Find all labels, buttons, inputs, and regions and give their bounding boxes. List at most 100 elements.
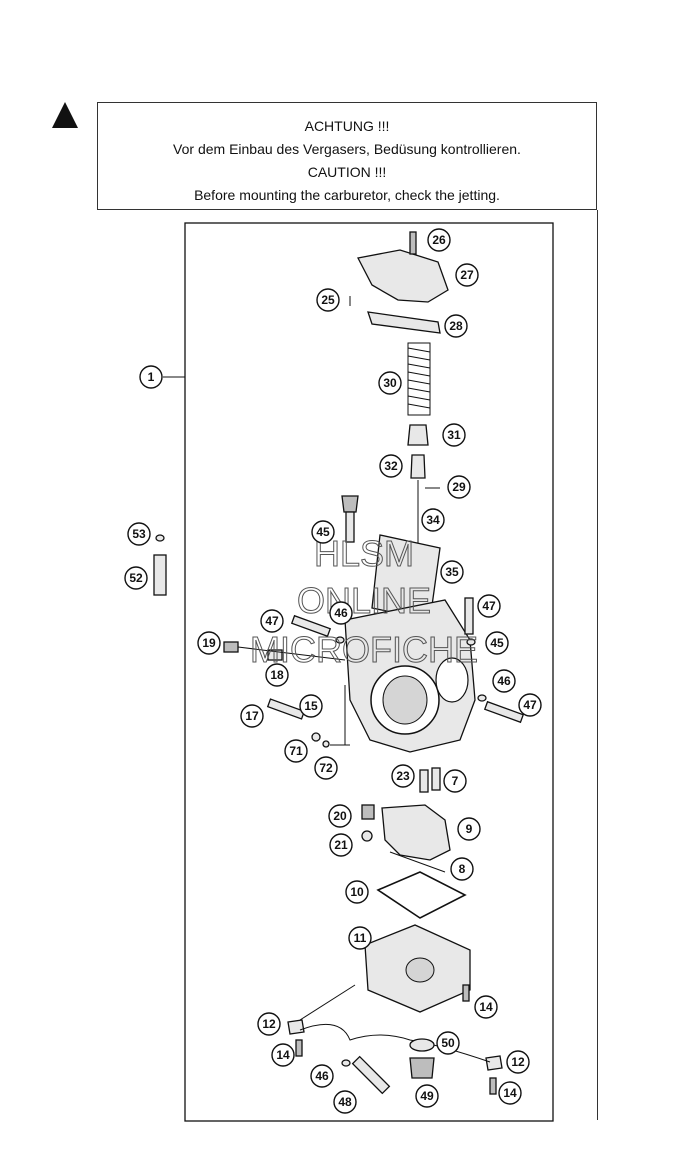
overflow-hose — [351, 1055, 391, 1095]
hose-left — [290, 614, 332, 638]
right-border-line — [597, 210, 598, 1120]
cover-gasket — [367, 311, 441, 334]
spring-small — [267, 649, 283, 661]
svg-text:34: 34 — [426, 513, 440, 527]
callout-71: 71 — [284, 739, 308, 763]
svg-text:35: 35 — [445, 565, 459, 579]
svg-text:31: 31 — [447, 428, 461, 442]
svg-text:46: 46 — [497, 674, 511, 688]
svg-text:46: 46 — [334, 606, 348, 620]
svg-text:47: 47 — [523, 698, 537, 712]
callout-28: 28 — [444, 314, 468, 338]
svg-text:52: 52 — [129, 571, 143, 585]
svg-text:11: 11 — [354, 931, 367, 945]
callout-9: 9 — [457, 817, 481, 841]
callout-52: 52 — [124, 566, 148, 590]
callout-72: 72 — [314, 756, 338, 780]
float — [381, 804, 451, 861]
caution-line-english-title: CAUTION !!! — [307, 164, 387, 180]
svg-text:47: 47 — [265, 614, 279, 628]
svg-text:15: 15 — [304, 699, 318, 713]
callout-8: 8 — [450, 857, 474, 881]
svg-text:45: 45 — [316, 525, 330, 539]
svg-text:29: 29 — [452, 480, 466, 494]
svg-text:10: 10 — [350, 885, 364, 899]
svg-text:19: 19 — [202, 636, 216, 650]
vent-pipe — [153, 554, 167, 596]
svg-text:47: 47 — [482, 599, 496, 613]
callout-29: 29 — [447, 475, 471, 499]
callout-47: 47 — [260, 609, 284, 633]
callout-10: 10 — [345, 880, 369, 904]
svg-text:25: 25 — [321, 293, 335, 307]
hose-clip-right — [485, 1055, 503, 1071]
callout-11: 11 — [348, 926, 372, 950]
callout-47: 47 — [477, 594, 501, 618]
svg-text:50: 50 — [441, 1036, 455, 1050]
callout-50: 50 — [436, 1031, 460, 1055]
svg-text:23: 23 — [396, 769, 410, 783]
top-cover — [357, 249, 449, 303]
callout-20: 20 — [328, 804, 352, 828]
callout-47: 47 — [518, 693, 542, 717]
svg-text:53: 53 — [132, 527, 146, 541]
caution-box: ACHTUNG !!! Vor dem Einbau des Vergasers… — [97, 102, 597, 210]
callout-35: 35 — [440, 560, 464, 584]
callout-49: 49 — [415, 1084, 439, 1108]
svg-text:9: 9 — [466, 822, 473, 836]
svg-text:48: 48 — [338, 1095, 352, 1109]
drain-hose — [299, 1023, 491, 1063]
svg-text:26: 26 — [432, 233, 446, 247]
float-bowl-gasket — [376, 871, 467, 919]
callout-14: 14 — [498, 1081, 522, 1105]
callout-7: 7 — [443, 769, 467, 793]
callout-46: 46 — [329, 601, 353, 625]
svg-text:12: 12 — [511, 1055, 525, 1069]
hose-right-bottom — [483, 700, 525, 724]
callout-27: 27 — [455, 263, 479, 287]
float-needle — [361, 804, 375, 820]
callout-48: 48 — [333, 1090, 357, 1114]
idle-screw-head — [341, 495, 359, 513]
float-pin — [389, 851, 446, 873]
hose-right-top — [464, 597, 474, 635]
cover-screw — [409, 231, 417, 255]
callout-12: 12 — [506, 1050, 530, 1074]
hose-clip-left — [287, 1019, 305, 1035]
callout-21: 21 — [329, 833, 353, 857]
callout-31: 31 — [442, 423, 466, 447]
callout-32: 32 — [379, 454, 403, 478]
callout-14: 14 — [271, 1043, 295, 1067]
watermark-line-2: ONLINE — [297, 580, 431, 621]
svg-text:12: 12 — [262, 1017, 276, 1031]
svg-text:46: 46 — [315, 1069, 329, 1083]
svg-text:14: 14 — [276, 1048, 290, 1062]
svg-text:49: 49 — [420, 1089, 434, 1103]
svg-text:20: 20 — [333, 809, 347, 823]
svg-text:28: 28 — [449, 319, 463, 333]
svg-text:45: 45 — [490, 636, 504, 650]
callout-26: 26 — [427, 228, 451, 252]
o-ring-drain — [409, 1038, 435, 1052]
pilot-jet — [431, 767, 441, 791]
idle-adjust-screw — [266, 698, 306, 720]
assembly-frame — [184, 222, 554, 1122]
watermark-line-3: MICROFICHE — [250, 629, 478, 670]
main-jet — [419, 769, 429, 793]
svg-text:32: 32 — [384, 459, 398, 473]
caution-line-english-text: Before mounting the carburetor, check th… — [194, 187, 500, 203]
idle-screw-shaft — [345, 511, 355, 543]
bowl-screw — [462, 984, 470, 1002]
drain-plug — [409, 1057, 435, 1079]
svg-text:21: 21 — [334, 838, 348, 852]
callout-19: 19 — [197, 631, 221, 655]
callout-18: 18 — [265, 663, 289, 687]
warning-triangle-icon — [52, 102, 78, 128]
callout-46: 46 — [492, 669, 516, 693]
air-screw — [223, 641, 239, 653]
spring-seat — [407, 424, 429, 446]
svg-text:71: 71 — [289, 744, 303, 758]
svg-text:17: 17 — [245, 709, 259, 723]
svg-text:7: 7 — [452, 774, 459, 788]
